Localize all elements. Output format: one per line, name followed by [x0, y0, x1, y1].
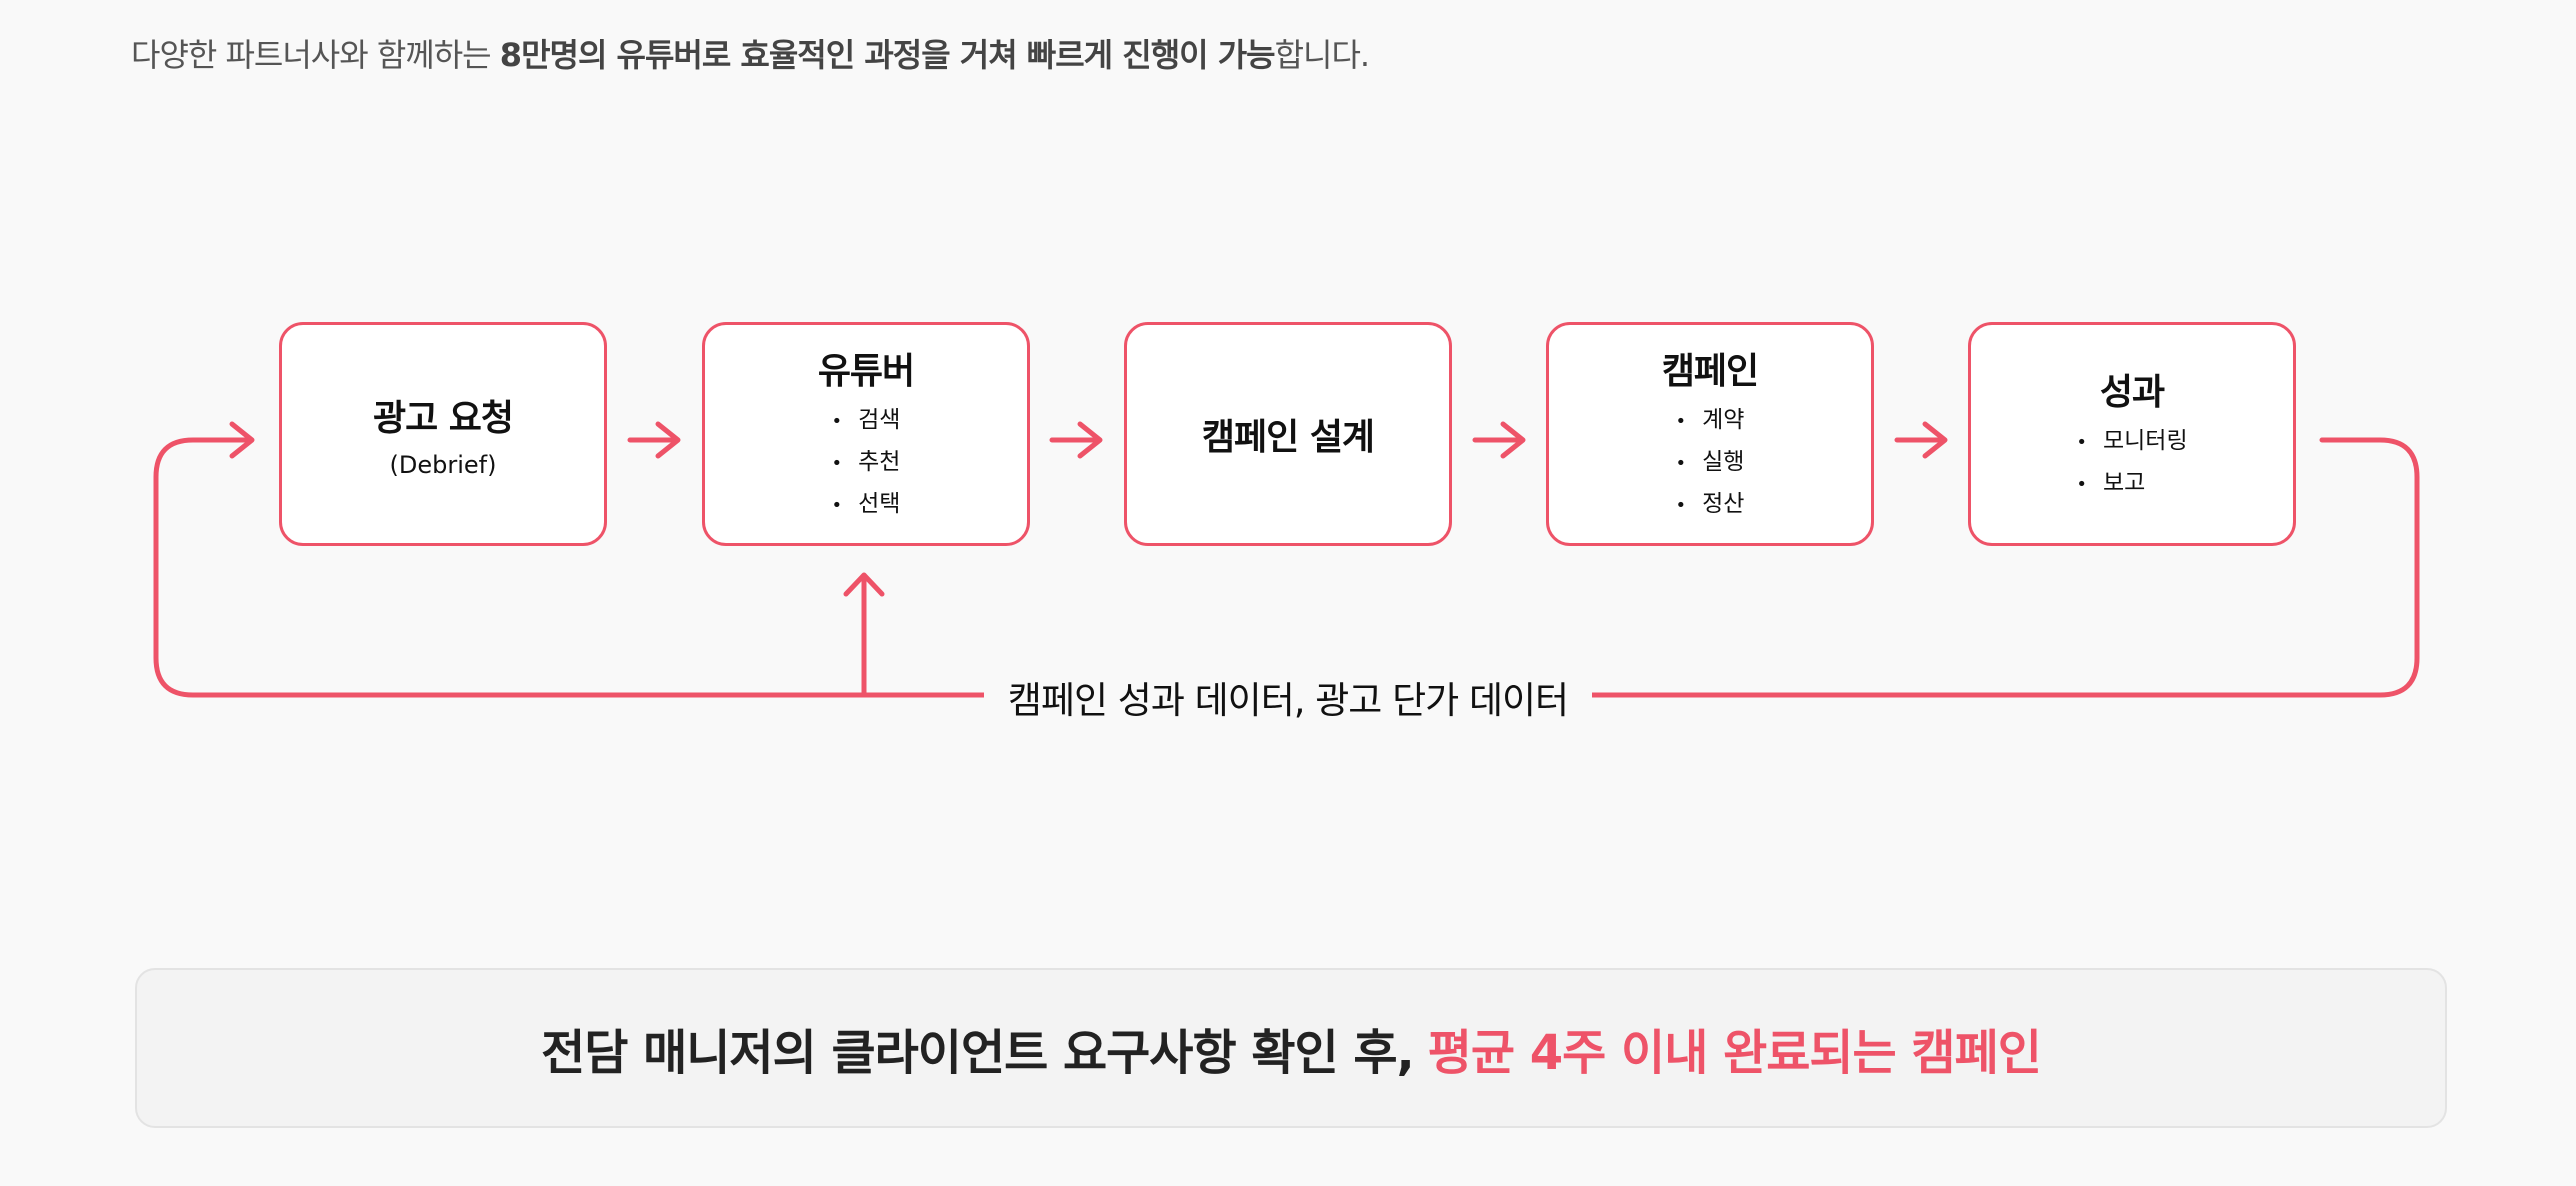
intro-bold: 8만명의 유튜버로 효율적인 과정을 거쳐 빠르게 진행이 가능 [499, 36, 1276, 74]
summary-main: 전담 매니저의 클라이언트 요구사항 확인 후, [541, 1025, 1415, 1081]
intro-suffix: 합니다. [1274, 36, 1370, 74]
summary-banner: 전담 매니저의 클라이언트 요구사항 확인 후, 평균 4주 이내 완료되는 캠… [135, 968, 2447, 1128]
step-item: 계약 [1676, 400, 1744, 442]
step-campaign-design: 캠페인 설계 [1124, 322, 1452, 546]
step-campaign: 캠페인 계약실행정산 [1546, 322, 1874, 546]
step-item: 모니터링 [2076, 421, 2188, 463]
step-item: 보고 [2076, 463, 2187, 505]
step-subtitle: (Debrief) [389, 451, 497, 479]
step-title: 광고 요청 [372, 398, 514, 439]
step-performance: 성과 모니터링보고 [1968, 322, 2296, 546]
step-title: 캠페인 설계 [1201, 417, 1375, 458]
step-title: 캠페인 [1661, 351, 1759, 392]
intro-text: 다양한 파트너사와 함께하는 8만명의 유튜버로 효율적인 과정을 거쳐 빠르게… [131, 30, 1370, 76]
step-title: 유튜버 [817, 351, 915, 392]
arrow-4 [1894, 421, 1948, 459]
step-item: 검색 [832, 400, 900, 442]
step-ad-request: 광고 요청 (Debrief) [279, 322, 607, 546]
arrow-1 [627, 421, 681, 459]
step-title: 성과 [2099, 372, 2165, 413]
intro-prefix: 다양한 파트너사와 함께하는 [131, 36, 500, 74]
step-youtuber: 유튜버 검색추천선택 [702, 322, 1030, 546]
step-item: 추천 [832, 442, 900, 484]
summary-highlight: 평균 4주 이내 완료되는 캠페인 [1427, 1025, 2042, 1081]
step-item: 선택 [832, 484, 900, 526]
step-item: 실행 [1676, 442, 1744, 484]
arrow-head-loop [229, 421, 255, 459]
arrow-3 [1472, 421, 1526, 459]
arrow-2 [1049, 421, 1103, 459]
step-item: 정산 [1676, 484, 1744, 526]
arrow-up-to-youtuber [843, 572, 885, 698]
